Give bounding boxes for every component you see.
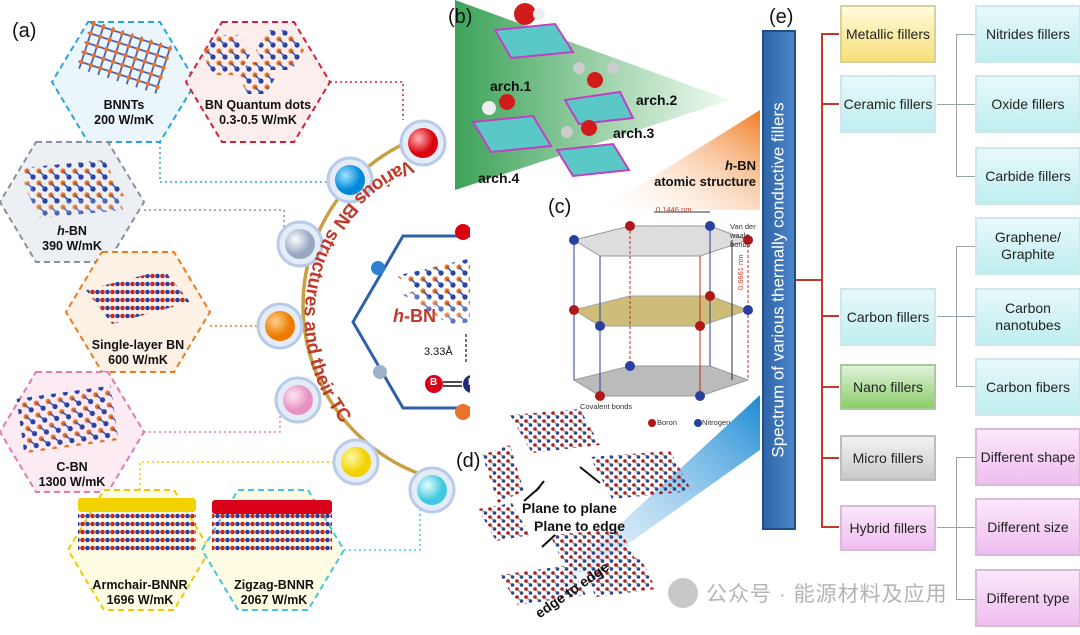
- category-metallic: Metallic fillers: [840, 5, 936, 63]
- center-hexagon: [351, 224, 470, 420]
- arch-1-label: arch.1: [490, 78, 532, 94]
- legend-nitrogen: Nitrogen: [702, 418, 731, 427]
- sub-oxide: Oxide fillers: [975, 75, 1080, 133]
- branch-micro: [821, 457, 839, 459]
- carbon-branch-1: [956, 246, 976, 247]
- sphere-grey: [276, 220, 324, 268]
- hex-zigzag-bnnr: [200, 489, 346, 611]
- category-micro: Micro fillers: [840, 435, 936, 481]
- sub-nitrides: Nitrides fillers: [975, 5, 1080, 63]
- carbon-branch-3: [956, 386, 976, 387]
- hybrid-connector: [937, 527, 957, 528]
- category-nano: Nano fillers: [840, 364, 936, 410]
- arch-4-label: arch.4: [478, 170, 520, 186]
- root-connector: [796, 279, 822, 281]
- sphere-cyan: [408, 466, 456, 514]
- dim-label-1: 0.1446 nm: [656, 205, 692, 214]
- hybrid-trunk: [956, 457, 957, 599]
- panel-d-graphic: [478, 395, 760, 635]
- branch-carbon: [821, 315, 839, 317]
- sphere-pink: [274, 376, 322, 424]
- vdw-label: Van der waals bonds: [730, 222, 756, 249]
- panel-c-letter: (c): [548, 196, 572, 218]
- hex-bnnts: [50, 20, 198, 143]
- hex-bn-quantum-dots: [184, 21, 332, 143]
- hex-armchair-bnnr: [66, 489, 212, 611]
- wechat-icon: [668, 578, 698, 608]
- branch-ceramic: [821, 103, 839, 105]
- ceramic-connector: [937, 104, 957, 105]
- panel-e-letter: (e): [769, 6, 794, 28]
- root-box: Spectrum of various thermally conductive…: [762, 30, 796, 530]
- ceramic-branch-2: [956, 104, 976, 105]
- root-label: Spectrum of various thermally conductive…: [769, 102, 788, 458]
- carbon-branch-2: [956, 316, 976, 317]
- panel-c-graphic: [600, 110, 760, 210]
- hybrid-branch-2: [956, 527, 976, 528]
- sub-different-size: Different size: [975, 498, 1080, 556]
- bond-b-label: B: [430, 377, 438, 388]
- covalent-label: Covalent bonds: [580, 402, 633, 411]
- branch-metallic: [821, 33, 839, 35]
- branch-nano: [821, 386, 839, 388]
- dim-label-2: 0.6661 nm: [736, 254, 745, 290]
- sub-graphene: Graphene/ Graphite: [975, 217, 1080, 275]
- sub-different-type: Different type: [975, 569, 1080, 627]
- panel-a-graphic: [0, 20, 470, 611]
- hex-h-bn: [0, 141, 146, 263]
- sphere-blue: [326, 156, 374, 204]
- hbn-crystal-graphic: [569, 211, 753, 427]
- hybrid-branch-3: [956, 599, 976, 600]
- panel-d-letter: (d): [456, 450, 481, 472]
- carbon-connector: [937, 316, 957, 317]
- legend-boron: Boron: [657, 418, 678, 427]
- sphere-red: [399, 119, 447, 167]
- watermark-text: 公众号 · 能源材料及应用: [706, 583, 948, 606]
- hex-single-layer-bn: [64, 251, 212, 373]
- arch-2-label: arch.2: [636, 92, 678, 108]
- sub-carbon-nanotubes: Carbon nanotubes: [975, 288, 1080, 346]
- category-hybrid: Hybrid fillers: [840, 505, 936, 551]
- label-h-bn: h-BN 390 W/mK: [42, 224, 102, 253]
- category-carbon: Carbon fillers: [840, 288, 936, 346]
- sub-different-shape: Different shape: [975, 428, 1080, 486]
- ceramic-trunk: [956, 34, 957, 176]
- bond-n-label: N: [468, 377, 476, 388]
- panel-a-letter: (a): [12, 20, 37, 42]
- ceramic-branch-1: [956, 34, 976, 35]
- center-h-bn-label: h-BN: [393, 306, 436, 326]
- sub-carbon-fibers: Carbon fibers: [975, 358, 1080, 416]
- arc-label: Various BN structures and their TC: [300, 155, 417, 427]
- panel-c-title: h-BN atomic structure: [654, 158, 756, 189]
- category-trunk: [821, 33, 823, 527]
- panel-b-letter: (b): [448, 6, 473, 28]
- ceramic-branch-3: [956, 176, 976, 177]
- svg-text:Various BN structures and thei: Various BN structures and their TC: [300, 155, 417, 427]
- arc-label-svg: Various BN structures and their TC: [300, 155, 417, 427]
- arch-3-label: arch.3: [613, 125, 655, 141]
- sphere-orange: [256, 302, 304, 350]
- sub-carbide: Carbide fillers: [975, 147, 1080, 205]
- category-ceramic: Ceramic fillers: [840, 75, 936, 133]
- panel-b-graphic: [455, 0, 730, 190]
- hex-c-bn: [0, 371, 146, 493]
- spacing-label: 3.33Å: [424, 346, 453, 358]
- plane-to-plane-label: Plane to plane: [522, 500, 617, 516]
- sphere-yellow: [332, 438, 380, 486]
- branch-hybrid: [821, 526, 839, 528]
- plane-to-edge-label: Plane to edge: [534, 518, 626, 534]
- hybrid-branch-1: [956, 457, 976, 458]
